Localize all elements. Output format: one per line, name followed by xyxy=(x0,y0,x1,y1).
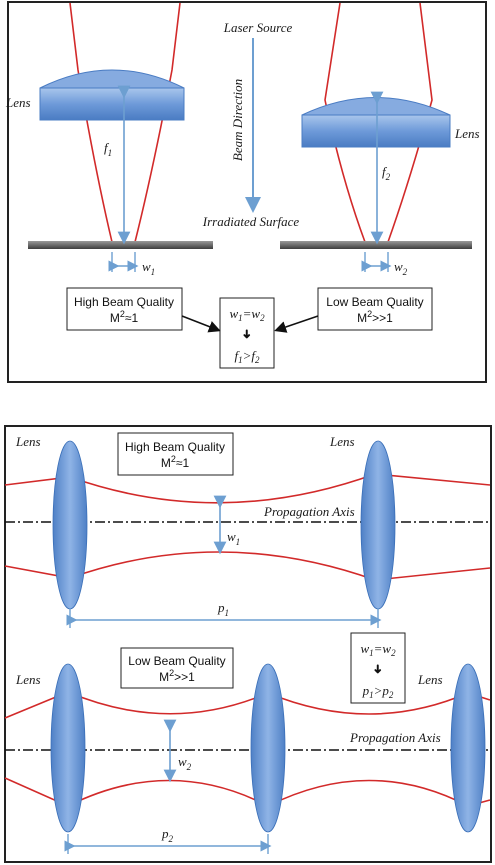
svg-text:M2≈1: M2≈1 xyxy=(161,454,190,470)
f2-label: f2 xyxy=(382,164,391,182)
svg-text:➜: ➜ xyxy=(371,664,385,674)
p1-label: p1 xyxy=(217,600,229,618)
lens-bottom-2 xyxy=(360,440,396,610)
laser-source-label: Laser Source xyxy=(223,20,293,35)
svg-text:High Beam Quality: High Beam Quality xyxy=(125,440,225,454)
w2-dimension xyxy=(361,252,392,272)
svg-text:Low Beam Quality: Low Beam Quality xyxy=(326,295,423,309)
arrow-low-to-relation xyxy=(274,315,319,333)
p2-dimension xyxy=(64,834,272,854)
high-beam-quality-box: High Beam Quality M2≈1 xyxy=(66,287,183,331)
lens-bottom-5 xyxy=(450,663,486,833)
beam-direction-label: Beam Direction xyxy=(230,79,245,161)
w1-dimension xyxy=(108,252,139,272)
f1-label: f1 xyxy=(104,140,112,158)
lens-label-b3: Lens xyxy=(15,672,41,687)
svg-text:M2>>1: M2>>1 xyxy=(357,309,393,325)
irradiated-surface-right xyxy=(280,241,472,249)
propagation-axis-1-label: Propagation Axis xyxy=(263,504,355,519)
lens-label-b4: Lens xyxy=(417,672,443,687)
lens-label-b2: Lens xyxy=(329,434,355,449)
svg-text:High Beam Quality: High Beam Quality xyxy=(74,295,174,309)
relation-box-bottom: w1=w2 ➜ p1>p2 xyxy=(350,632,406,704)
propagation-axis-2-label: Propagation Axis xyxy=(349,730,441,745)
irradiated-surface-left xyxy=(28,241,213,249)
high-beam-quality-box-bottom: High Beam Quality M2≈1 xyxy=(117,432,234,476)
arrow-high-to-relation xyxy=(181,315,221,333)
low-beam-quality-box: Low Beam Quality M2>>1 xyxy=(317,287,433,331)
w1-label-top: w1 xyxy=(142,259,155,277)
lens-bottom-1 xyxy=(52,440,88,610)
svg-text:M2≈1: M2≈1 xyxy=(110,309,139,325)
svg-text:p1>p2: p1>p2 xyxy=(362,683,394,700)
w2-label-bottom: w2 xyxy=(178,754,192,772)
svg-text:f1>f2: f1>f2 xyxy=(234,348,260,365)
irradiated-surface-label: Irradiated Surface xyxy=(202,214,300,229)
svg-text:➜: ➜ xyxy=(240,329,254,339)
w2-label-top: w2 xyxy=(394,259,408,277)
lens-label-b1: Lens xyxy=(15,434,41,449)
svg-text:Low Beam Quality: Low Beam Quality xyxy=(128,654,225,668)
lens-left xyxy=(39,69,185,121)
p2-label: p2 xyxy=(161,826,174,844)
lens-bottom-4 xyxy=(250,663,286,833)
svg-text:w1=w2: w1=w2 xyxy=(229,306,265,323)
svg-text:M2>>1: M2>>1 xyxy=(159,668,195,684)
lens-left-label: Lens xyxy=(5,95,31,110)
relation-box-top: w1=w2 ➜ f1>f2 xyxy=(219,297,275,369)
low-beam-quality-box-bottom: Low Beam Quality M2>>1 xyxy=(120,647,234,689)
lens-bottom-3 xyxy=(50,663,86,833)
w1-label-bottom: w1 xyxy=(227,529,240,547)
p1-dimension xyxy=(66,608,382,628)
svg-text:w1=w2: w1=w2 xyxy=(360,641,396,658)
lens-right-label: Lens xyxy=(454,126,480,141)
